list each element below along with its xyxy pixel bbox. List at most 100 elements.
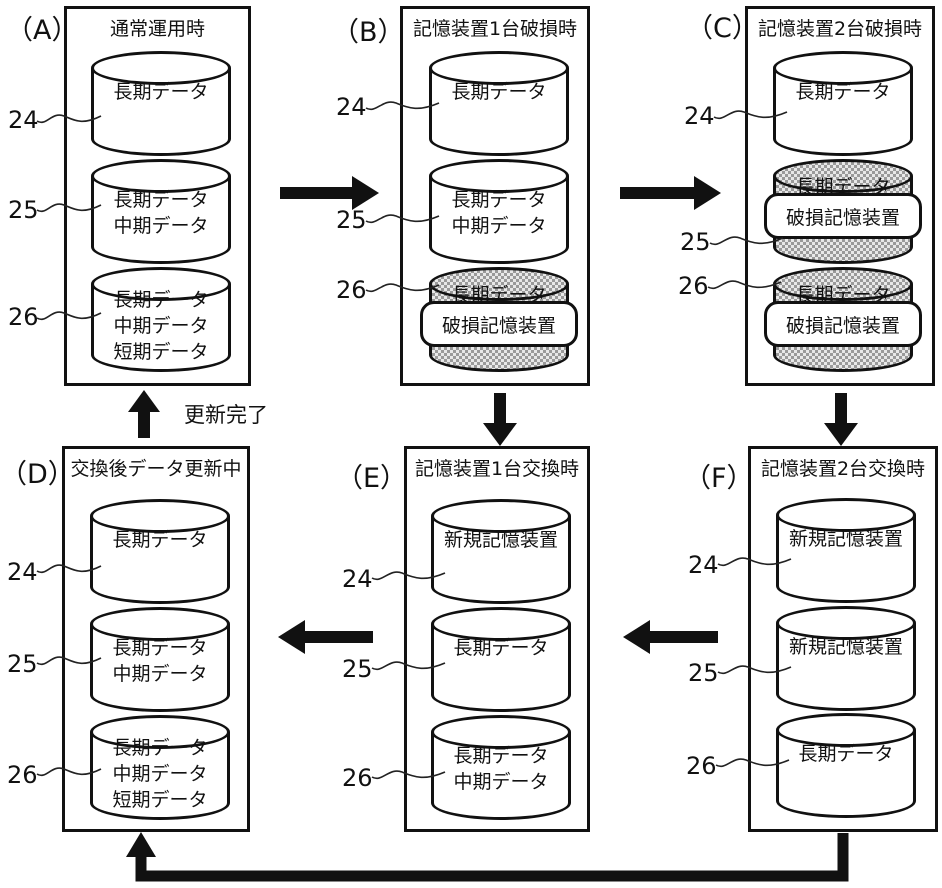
cylinder-top-ellipse: [90, 715, 230, 749]
arrowhead-b-to-c: [694, 176, 721, 210]
arrow-f-to-e: [648, 631, 718, 643]
arrowhead-f-to-d: [126, 832, 156, 857]
data-line: 長期データ: [798, 743, 894, 765]
cylinder-top-ellipse: [429, 51, 569, 85]
data-line: 長期データ: [112, 637, 208, 659]
arrowhead-b-to-e: [483, 423, 517, 446]
cylinder-top-ellipse: [773, 51, 913, 85]
storage-cylinder-25: 長期データ 中期データ: [90, 607, 230, 712]
cylinder-data-labels: 長期データ: [773, 174, 913, 200]
cylinder-data-labels: 長期データ 中期データ 短期データ: [90, 735, 230, 813]
panel-d: 交換後データ更新中 長期データ 長期データ 中期データ 長期データ 中期データ …: [62, 446, 250, 832]
panel-e-title: 記憶装置1台交換時: [414, 458, 580, 480]
ref-a-26: 26: [8, 303, 39, 331]
arrow-a-to-b: [280, 187, 354, 199]
cylinder-data-labels: 新規記憶装置: [431, 527, 571, 553]
storage-cylinder-26-damaged: 長期データ 破損記憶装置: [764, 267, 922, 372]
ref-f-24: 24: [688, 551, 719, 579]
ref-b-24: 24: [336, 93, 367, 121]
cylinder-data-labels: 長期データ: [91, 79, 231, 105]
cylinder-data-labels: 長期データ: [776, 741, 916, 767]
ref-e-25: 25: [342, 655, 373, 683]
cylinder-top-ellipse: [90, 499, 230, 533]
cylinder-body: [90, 624, 230, 712]
cylinder-top-ellipse: [776, 713, 916, 747]
data-line: 中期データ: [112, 763, 208, 785]
ref-f-25: 25: [688, 659, 719, 687]
data-line: 中期データ: [453, 771, 549, 793]
data-line: 長期データ: [113, 81, 209, 103]
storage-cylinder-26: 長期データ 中期データ 短期データ: [91, 267, 231, 372]
cylinder-top-ellipse: [776, 498, 916, 532]
ref-b-26: 26: [336, 276, 367, 304]
data-line: 長期データ: [451, 284, 547, 306]
arrow-b-to-e: [494, 393, 506, 424]
cylinder-top-ellipse: [776, 606, 916, 640]
data-line: 長期データ: [453, 637, 549, 659]
arrowhead-a-to-b: [352, 176, 379, 210]
panel-f: 記憶装置2台交換時 新規記憶装置 新規記憶装置 長期データ: [748, 446, 938, 832]
data-line: 中期データ: [113, 215, 209, 237]
cylinder-data-labels: 長期データ 中期データ: [429, 187, 569, 239]
panel-c: 記憶装置2台破損時 長期データ 長期データ 破損記憶装置 長期データ 破損記憶装…: [745, 6, 935, 386]
data-line: 長期データ: [112, 737, 208, 759]
arrow-e-to-d: [303, 631, 373, 643]
data-line: 長期データ: [113, 289, 209, 311]
panel-c-title: 記憶装置2台破損時: [757, 18, 923, 40]
storage-cylinder-24: 新規記憶装置: [431, 499, 571, 604]
ref-b-25: 25: [336, 206, 367, 234]
data-line: 長期データ: [795, 176, 891, 198]
data-line: 中期データ: [451, 215, 547, 237]
storage-cylinder-24: 長期データ: [773, 51, 913, 156]
panel-b-title: 記憶装置1台破損時: [412, 18, 578, 40]
ref-d-24: 24: [7, 558, 38, 586]
damaged-device-badge: 破損記憶装置: [764, 301, 922, 347]
data-line: 長期データ: [453, 745, 549, 767]
data-line: 長期データ: [451, 81, 547, 103]
cylinder-top-ellipse: [773, 267, 913, 301]
arrow-d-to-a: [138, 410, 150, 438]
arrowhead-e-to-d: [278, 620, 305, 654]
data-line: 新規記憶装置: [443, 529, 558, 551]
ref-e-26: 26: [342, 764, 373, 792]
cylinder-top-ellipse: [429, 267, 569, 301]
storage-cylinder-24: 長期データ: [429, 51, 569, 156]
cylinder-top-ellipse: [91, 159, 231, 193]
data-line: 短期データ: [112, 789, 208, 811]
storage-cylinder-25: 長期データ 中期データ: [429, 159, 569, 264]
cylinder-data-labels: 長期データ: [773, 79, 913, 105]
storage-cylinder-26: 長期データ 中期データ 短期データ: [90, 715, 230, 820]
panel-a: 通常運用時 長期データ 長期データ 中期データ 長期データ 中期データ 短期デー…: [64, 6, 251, 386]
cylinder-data-labels: 新規記憶装置: [776, 634, 916, 660]
ref-c-26: 26: [678, 272, 709, 300]
return-path-f-to-d: [135, 833, 849, 882]
cylinder-top-ellipse: [429, 159, 569, 193]
cylinder-top-ellipse: [773, 159, 913, 193]
cylinder-top-ellipse: [431, 499, 571, 533]
storage-cylinder-25-damaged: 長期データ 破損記憶装置: [764, 159, 922, 264]
ref-a-25: 25: [8, 196, 39, 224]
data-line: 長期データ: [795, 284, 891, 306]
arrowhead-c-to-f: [824, 423, 858, 446]
data-line: 短期データ: [113, 341, 209, 363]
cylinder-data-labels: 長期データ 中期データ: [90, 635, 230, 687]
panel-f-bracket: （F）: [684, 463, 754, 494]
cylinder-top-ellipse: [91, 51, 231, 85]
data-line: 長期データ: [112, 529, 208, 551]
cylinder-top-ellipse: [91, 267, 231, 301]
cylinder-top-ellipse: [431, 715, 571, 749]
cylinder-data-labels: 長期データ: [773, 282, 913, 308]
storage-cylinder-25: 長期データ 中期データ: [91, 159, 231, 264]
storage-cylinder-26: 長期データ: [776, 713, 916, 818]
storage-cylinder-25: 長期データ: [431, 607, 571, 712]
data-line: 中期データ: [113, 315, 209, 337]
cylinder-data-labels: 長期データ: [429, 282, 569, 308]
panel-b: 記憶装置1台破損時 長期データ 長期データ 中期データ 長期データ 破損記憶装置: [400, 6, 590, 386]
storage-cylinder-26-damaged: 長期データ 破損記憶装置: [420, 267, 578, 372]
ref-d-26: 26: [7, 761, 38, 789]
cylinder-data-labels: 長期データ: [429, 79, 569, 105]
data-line: 長期データ: [113, 189, 209, 211]
data-line: 新規記憶装置: [788, 528, 903, 550]
storage-cylinder-25: 新規記憶装置: [776, 606, 916, 711]
